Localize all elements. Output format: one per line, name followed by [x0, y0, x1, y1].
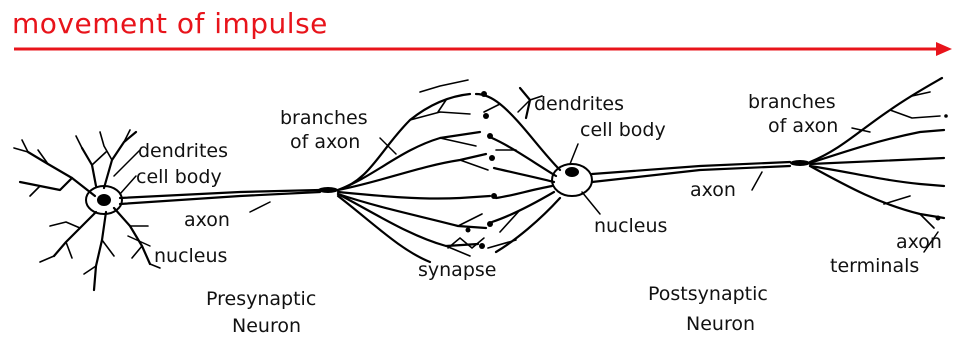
label-synapse: synapse [418, 259, 496, 281]
presynaptic-nucleus [97, 194, 111, 206]
label-presynaptic-1: Presynaptic [206, 288, 316, 310]
label-pre-axon: axon [184, 209, 230, 231]
labels: dendrites cell body axon nucleus branche… [136, 91, 942, 337]
impulse-arrow [14, 42, 952, 56]
label-post-dendrites: dendrites [534, 93, 624, 115]
label-pre-branches-2: of axon [290, 131, 360, 153]
label-pre-nucleus: nucleus [154, 245, 227, 267]
label-pre-cell-body: cell body [136, 166, 222, 188]
label-postsynaptic-1: Postsynaptic [648, 283, 768, 305]
label-pre-dendrites: dendrites [138, 140, 228, 162]
label-postsynaptic-2: Neuron [686, 313, 755, 335]
label-post-terminals-1: axon [896, 231, 942, 253]
label-post-terminals-2: terminals [830, 255, 919, 277]
label-presynaptic-2: Neuron [232, 315, 301, 337]
label-pre-branches-1: branches [280, 107, 368, 129]
label-post-cell-body: cell body [580, 119, 666, 141]
postsynaptic-nucleus [565, 167, 579, 177]
label-post-branches-2: of axon [768, 115, 838, 137]
label-post-nucleus: nucleus [594, 215, 667, 237]
label-post-axon: axon [690, 179, 736, 201]
label-post-branches-1: branches [748, 91, 836, 113]
